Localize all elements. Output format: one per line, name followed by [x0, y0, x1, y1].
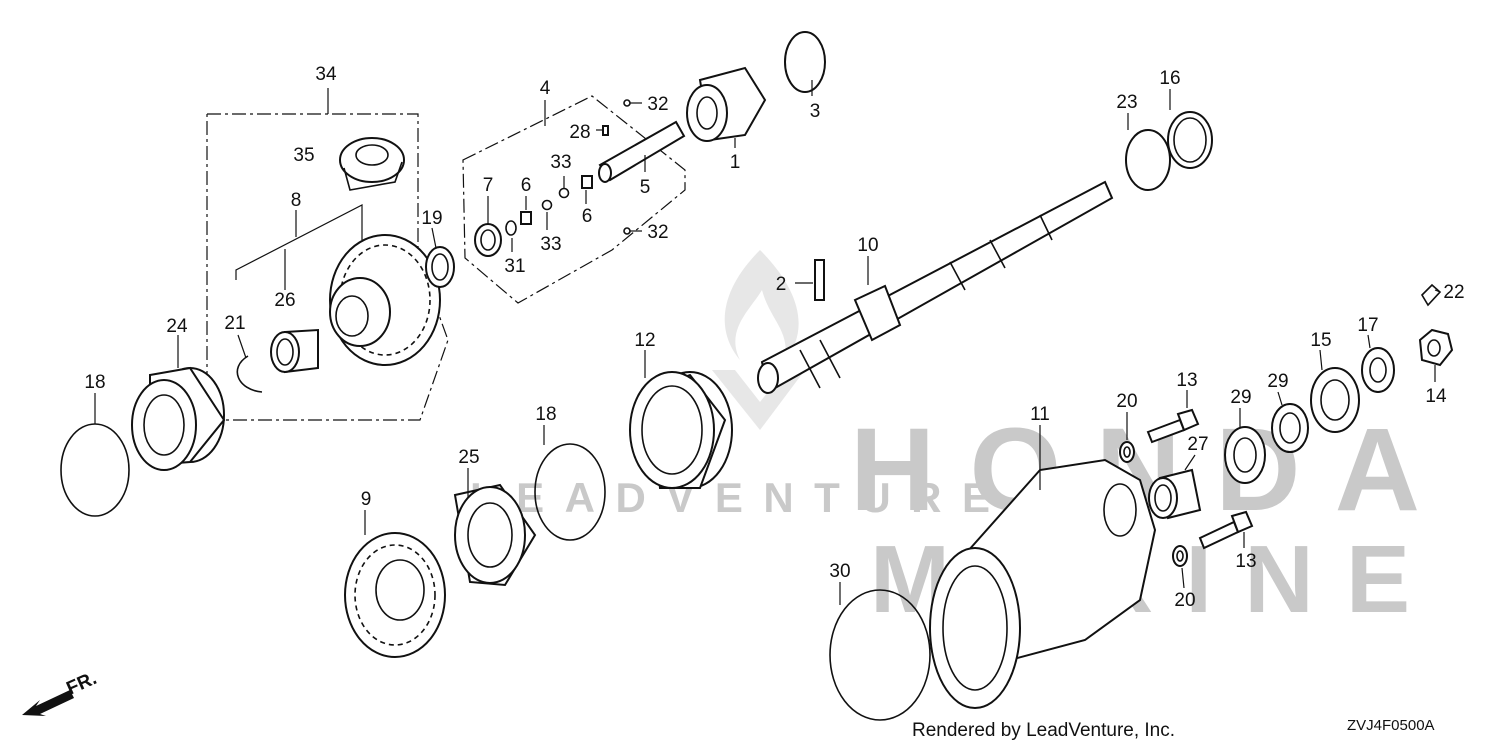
callout-23[interactable]: 23: [1116, 92, 1137, 113]
front-direction-marker: FR.: [22, 668, 100, 716]
part-35-pinion-gear[interactable]: [339, 137, 405, 191]
callout-5[interactable]: 5: [640, 177, 651, 198]
callout-3[interactable]: 3: [810, 101, 821, 122]
callout-4[interactable]: 4: [540, 78, 551, 99]
part-22-cotter-pin[interactable]: [1420, 283, 1442, 307]
callout-29[interactable]: 29: [1230, 387, 1251, 408]
callout-18[interactable]: 18: [84, 372, 105, 393]
callout-31[interactable]: 31: [504, 256, 525, 277]
callout-34[interactable]: 34: [315, 64, 337, 85]
part-12-bearing-holder[interactable]: [629, 371, 733, 489]
callout-21[interactable]: 21: [224, 313, 245, 334]
callout-11[interactable]: 11: [1030, 404, 1050, 425]
callout-17[interactable]: 17: [1357, 315, 1378, 336]
callout-13-b[interactable]: 13: [1235, 551, 1256, 572]
part-23-shim[interactable]: [1125, 129, 1171, 191]
part-28-pin[interactable]: [602, 125, 609, 136]
part-10-propeller-shaft[interactable]: [757, 180, 1114, 394]
part-25-ball-bearing[interactable]: [453, 483, 537, 587]
callout-2[interactable]: 2: [776, 274, 787, 295]
callout-22[interactable]: 22: [1443, 282, 1464, 303]
callout-28[interactable]: 28: [569, 122, 590, 143]
part-18-o-ring[interactable]: [60, 423, 130, 517]
callout-32[interactable]: 32: [647, 94, 668, 115]
watermark-vendor: LEADVENTURE: [470, 474, 990, 521]
part-24-ball-bearing[interactable]: [131, 366, 226, 471]
part-33-ball[interactable]: [541, 199, 553, 211]
callout-30[interactable]: 30: [829, 561, 850, 582]
part-32-ball-b[interactable]: [623, 227, 631, 235]
part-29-oil-seal-b[interactable]: [1224, 426, 1266, 484]
callout-16[interactable]: 16: [1159, 68, 1180, 89]
part-2-pin[interactable]: [814, 259, 825, 301]
callout-13[interactable]: 13: [1176, 370, 1197, 391]
part-11-bearing-housing[interactable]: [929, 458, 1157, 709]
part-13-bolt[interactable]: [1146, 408, 1200, 444]
part-33-ball-b[interactable]: [558, 187, 570, 199]
part-7-shift-cam[interactable]: [474, 223, 502, 257]
callout-7[interactable]: 7: [483, 175, 494, 196]
callout-26[interactable]: 26: [274, 290, 295, 311]
part-6-spring-b[interactable]: [581, 175, 593, 189]
part-8-bevel-gear[interactable]: [329, 234, 441, 366]
callout-33-b[interactable]: 33: [540, 234, 561, 255]
assembly-4-outline: [462, 95, 686, 304]
part-21-snap-ring[interactable]: [236, 355, 263, 393]
part-6-spring[interactable]: [520, 211, 532, 225]
callout-24[interactable]: 24: [166, 316, 188, 337]
part-18-o-ring-b[interactable]: [534, 443, 606, 541]
callout-15[interactable]: 15: [1310, 330, 1331, 351]
front-arrow-icon: [22, 690, 74, 716]
part-20-washer-b[interactable]: [1172, 545, 1188, 567]
part-20-washer[interactable]: [1119, 441, 1135, 463]
callout-labels: 34 35 8 21 26 19 4 28 32 33 7 6 31 33 6 …: [84, 64, 1464, 611]
callout-29-b[interactable]: 29: [1267, 371, 1288, 392]
part-9-bevel-gear[interactable]: [344, 532, 446, 658]
part-13-bolt-b[interactable]: [1198, 510, 1254, 550]
callout-32-b[interactable]: 32: [647, 222, 668, 243]
rendered-by-credit: Rendered by LeadVenture, Inc.: [912, 720, 1175, 741]
part-27-needle-bearing[interactable]: [1148, 468, 1202, 520]
callout-33[interactable]: 33: [550, 152, 571, 173]
part-30-o-ring[interactable]: [829, 589, 931, 721]
part-1-clutch[interactable]: [686, 66, 767, 142]
part-14-nut[interactable]: [1418, 328, 1454, 367]
part-31-ring[interactable]: [505, 220, 517, 236]
part-16-washer[interactable]: [1167, 111, 1213, 169]
callout-19[interactable]: 19: [421, 208, 442, 229]
callout-10[interactable]: 10: [857, 235, 878, 256]
part-3-ring[interactable]: [784, 31, 826, 93]
callout-18-b[interactable]: 18: [535, 404, 556, 425]
callout-35[interactable]: 35: [293, 145, 314, 166]
callout-9[interactable]: 9: [361, 489, 372, 510]
callout-20-b[interactable]: 20: [1174, 590, 1195, 611]
callout-20[interactable]: 20: [1116, 391, 1137, 412]
callout-14[interactable]: 14: [1425, 386, 1447, 407]
callout-25[interactable]: 25: [458, 447, 479, 468]
callout-27[interactable]: 27: [1187, 434, 1208, 455]
part-5-shift-shaft[interactable]: [598, 120, 686, 183]
callout-8[interactable]: 8: [291, 190, 302, 211]
callout-1[interactable]: 1: [730, 152, 741, 173]
part-26-needle-bearing[interactable]: [270, 328, 319, 374]
callout-12[interactable]: 12: [634, 330, 655, 351]
callout-6-b[interactable]: 6: [582, 206, 593, 227]
part-17-thrust-washer[interactable]: [1361, 347, 1395, 393]
diagram-code: ZVJ4F0500A: [1347, 717, 1435, 734]
assembly-34-outline: [206, 113, 449, 421]
part-19-washer[interactable]: [425, 246, 455, 288]
part-29-oil-seal[interactable]: [1271, 403, 1309, 453]
part-15-spacer[interactable]: [1310, 367, 1360, 433]
callout-6[interactable]: 6: [521, 175, 532, 196]
front-marker-label: FR.: [63, 668, 100, 700]
part-32-ball[interactable]: [623, 99, 631, 107]
